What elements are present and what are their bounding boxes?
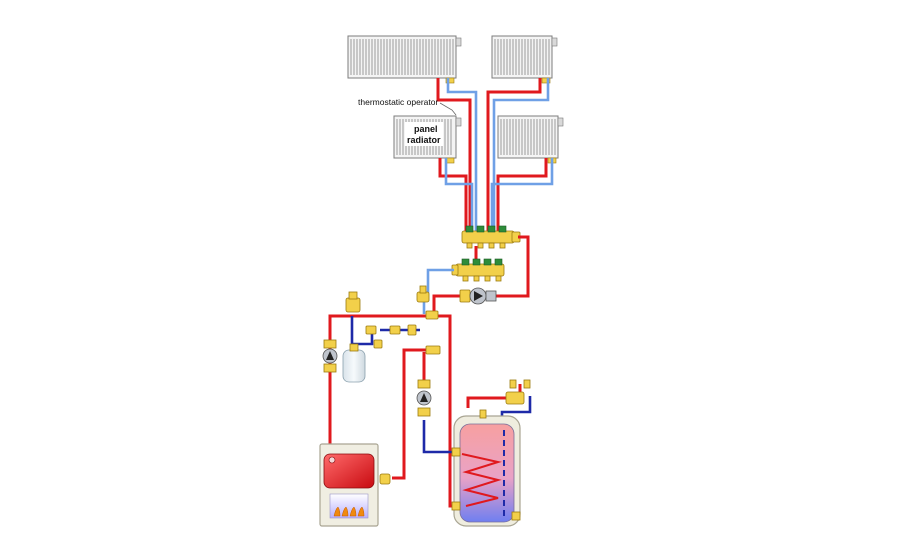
supply-manifold xyxy=(461,225,521,249)
tubing-return-rad1 xyxy=(446,78,478,232)
boiler-supply-riser xyxy=(328,314,452,462)
air-separator-icon xyxy=(416,285,430,303)
tubing-supply-rad3 xyxy=(438,158,468,232)
relief-valve-icon xyxy=(345,291,361,313)
mixing-valve-icon xyxy=(505,379,531,405)
radiator-top-right-icon xyxy=(491,35,558,84)
tee-fittings xyxy=(425,310,441,355)
tubing-supply-rad4 xyxy=(496,158,548,232)
indirect-water-heater-icon xyxy=(451,409,521,527)
dhw-hot-out xyxy=(466,396,510,408)
burner-flame-icon xyxy=(333,506,365,517)
indirect-supply xyxy=(422,420,458,454)
tubing-supply-rad2 xyxy=(486,78,542,232)
radiator-middle-left-icon xyxy=(393,115,462,164)
label-panel: panel xyxy=(414,124,438,134)
tubing-return-rad3 xyxy=(444,158,474,232)
radiator-top-left-icon xyxy=(347,35,462,84)
tubing-return-rad4 xyxy=(490,158,554,232)
pump-to-tee xyxy=(432,294,460,314)
label-thermostatic-operator: thermostatic operator xyxy=(358,97,438,107)
labels: thermostatic operator panel radiator xyxy=(358,97,457,146)
expansion-tank-icon xyxy=(342,343,366,383)
leader-line xyxy=(439,102,457,116)
label-radiator: radiator xyxy=(407,135,441,145)
indirect-circulator-icon xyxy=(416,379,432,417)
radiators xyxy=(347,35,564,164)
boiler-circulator-icon xyxy=(322,339,338,373)
expansion-line xyxy=(350,316,374,346)
radiator-middle-right-icon xyxy=(497,115,564,164)
circulator-pump-icon xyxy=(459,287,497,305)
fill-valve-icon xyxy=(365,324,417,349)
boiler-return-line xyxy=(392,348,434,480)
return-manifold xyxy=(451,258,505,282)
tubing-supply-rad1 xyxy=(436,78,472,232)
supply-main xyxy=(496,235,530,298)
tubing-return-rad2 xyxy=(492,78,550,232)
label-box xyxy=(405,122,443,146)
boiler-icon xyxy=(319,443,391,527)
